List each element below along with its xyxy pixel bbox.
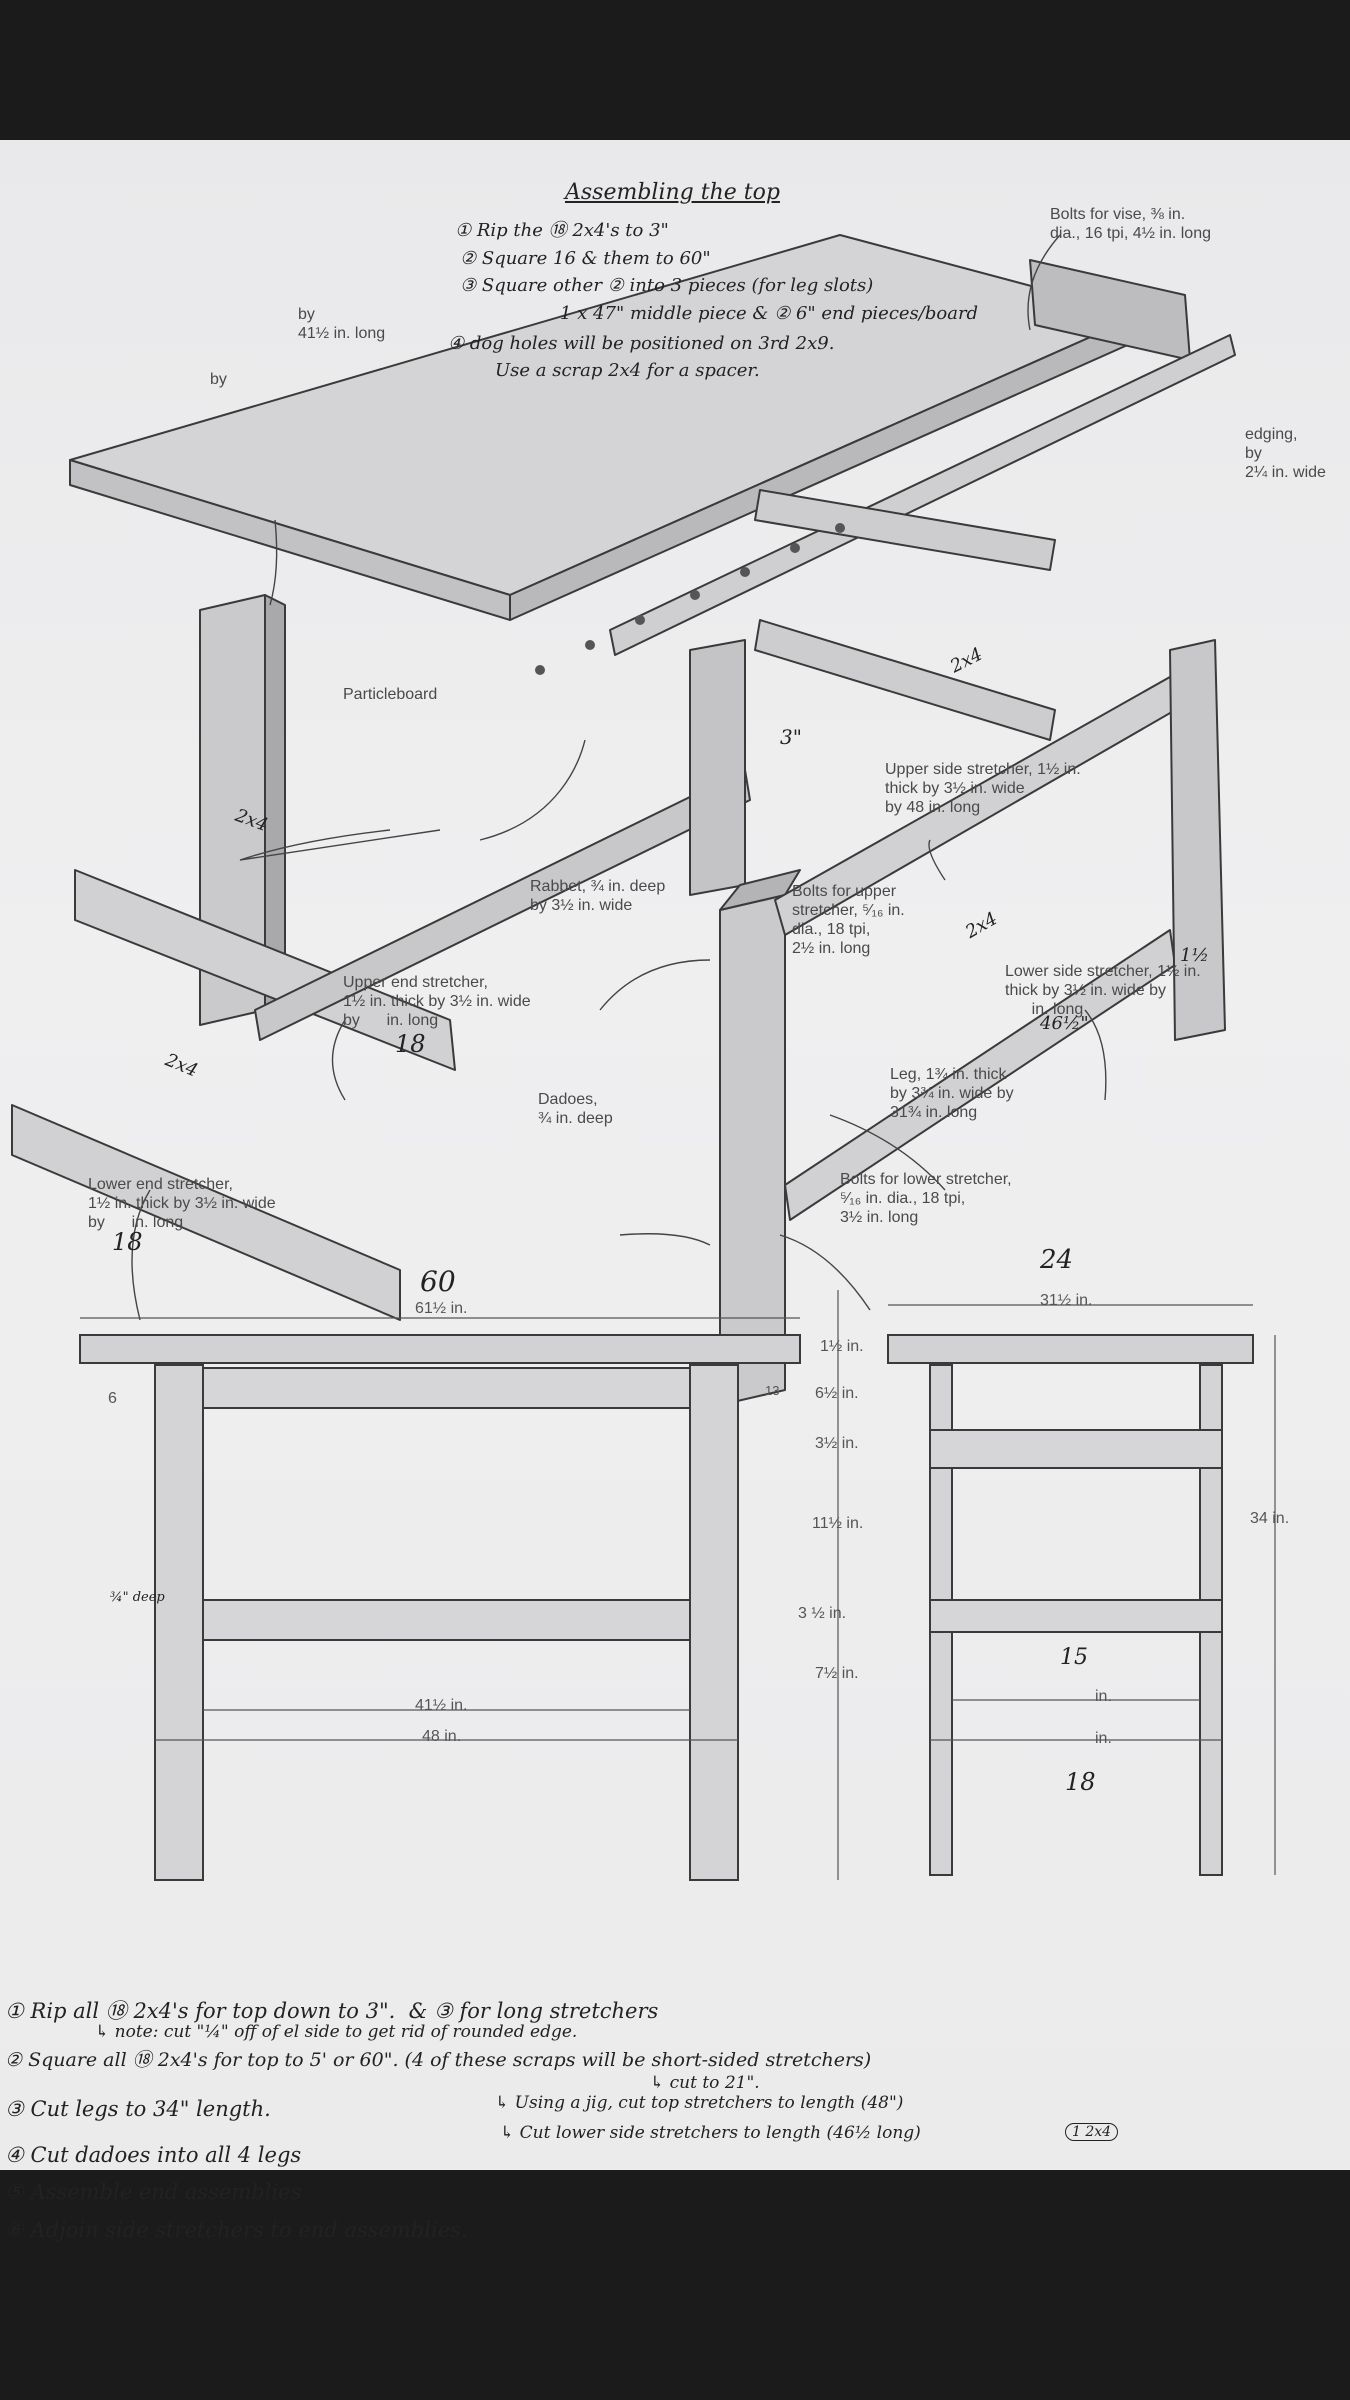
callout-vise-bolts: Bolts for vise, ⅜ in. dia., 16 tpi, 4½ i… [1050, 206, 1211, 242]
dim-height-4: 11½ in. [812, 1515, 864, 1532]
callout-lower-end-stretcher: Lower end stretcher, 1½ in. thick by 3½ … [88, 1176, 276, 1231]
header-note: ④ dog holes will be positioned on 3rd 2x… [448, 333, 835, 354]
header-note: ① Rip the ⑱ 2x4's to 3" [455, 220, 669, 241]
front-board [609, 334, 1236, 656]
dim-side-outer: in. [1095, 1730, 1112, 1747]
callout-top-left: by [210, 371, 227, 388]
callout-line [779, 1234, 871, 1311]
callout-upper-end-stretcher: Upper end stretcher, 1½ in. thick by 3½ … [343, 974, 531, 1029]
substep-item: ↳ Using a jig, cut top stretchers to len… [495, 2093, 904, 2113]
header-note: ③ Square other ② into 3 pieces (for leg … [460, 275, 874, 296]
dog-hole [690, 590, 700, 600]
header-note: ② Square 16 & them to 60" [460, 248, 711, 269]
dog-hole [635, 615, 645, 625]
callout-line [269, 519, 278, 606]
hw-three-inch: 3" [780, 725, 802, 749]
callout-line [599, 959, 711, 1011]
callout-maple-edging: edging, by 2¼ in. wide [1245, 426, 1326, 481]
callout-line [1027, 234, 1061, 331]
step-item: ④ Cut dadoes into all 4 legs [5, 2143, 302, 2167]
hw-eighteen: 18 [112, 1228, 143, 1256]
front-leg [719, 894, 786, 1406]
dog-hole [535, 665, 545, 675]
dim-front-width: 61½ in. [415, 1300, 468, 1317]
dim-height-6: 7½ in. [815, 1665, 859, 1682]
callout-line [619, 1233, 711, 1246]
dog-hole [585, 640, 595, 650]
callout-line [928, 839, 946, 881]
step-item: ⑤ Assemble end assemblies [5, 2180, 302, 2204]
back-leg [689, 639, 746, 896]
callout-line [331, 1019, 346, 1101]
substep-item: ↳ note: cut "¼" off of el side to get ri… [95, 2022, 578, 2042]
hw-twentyfour: 24 [1040, 1245, 1074, 1275]
substep-badge: 1 2x4 [1065, 2123, 1119, 2141]
hw-eighteen: 18 [395, 1030, 426, 1058]
dim-6: 6 [108, 1390, 117, 1407]
side-view-top [887, 1334, 1254, 1364]
callout-leg: Leg, 1¾ in. thick by 3¾ in. wide by 31¾ … [890, 1066, 1014, 1121]
header-title: Assembling the top [565, 180, 780, 205]
middle-long-stretcher [254, 769, 751, 1041]
front-leg-side [719, 869, 801, 911]
front-view-left-leg [154, 1364, 204, 1881]
header-note: Use a scrap 2x4 for a spacer. [495, 360, 760, 381]
side-view-upper-stretcher [929, 1429, 1223, 1469]
front-view-upper-stretcher [202, 1367, 691, 1409]
hw-three-quarter-deep: ¾" deep [110, 1590, 165, 1605]
callout-line [1084, 1009, 1107, 1101]
dim-side-height: 34 in. [1250, 1510, 1290, 1527]
lower-end-stretcher [11, 1104, 401, 1321]
hw-eighteen: 18 [1065, 1768, 1096, 1796]
callout-lower-side-stretcher: Lower side stretcher, 1½ in. thick by 3½… [1005, 963, 1201, 1018]
front-view-lower-stretcher [202, 1599, 691, 1641]
workbench-drawing [11, 234, 1276, 1881]
callout-particleboard: Particleboard [343, 686, 438, 703]
hw-fifteen: 15 [1060, 1645, 1088, 1670]
dim-height-1: 1½ in. [820, 1338, 864, 1355]
callout-line [239, 829, 441, 861]
header-note: 1 x 47" middle piece & ② 6" end pieces/b… [560, 303, 979, 324]
step-item: ① Rip all ⑱ 2x4's for top down to 3". & … [5, 1999, 659, 2023]
callout-bolts-upper: Bolts for upper stretcher, ⁵⁄₁₆ in. dia.… [792, 883, 905, 957]
front-view-top [79, 1334, 801, 1364]
callout-rabbet: Rabbet, ¾ in. deep by 3½ in. wide [530, 878, 666, 914]
dim-13: 13 [765, 1383, 780, 1398]
dim-bottom-outer: 48 in. [422, 1728, 462, 1745]
step-item: ③ Cut legs to 34" length. [5, 2097, 271, 2121]
dim-height-5: 3 ½ in. [798, 1605, 847, 1622]
dog-hole [835, 523, 845, 533]
back-lower-stretcher [754, 619, 1056, 741]
substep-item: ↳ Cut lower side stretchers to length (4… [500, 2123, 921, 2143]
paper-sheet: Assembling the top ① Rip the ⑱ 2x4's to … [0, 140, 1350, 2242]
dim-height-2: 6½ in. [815, 1385, 859, 1402]
callout-bolts-lower: Bolts for lower stretcher, ⁵⁄₁₆ in. dia.… [840, 1171, 1012, 1226]
step-item: ② Square all ⑱ 2x4's for top to 5' or 60… [5, 2049, 872, 2071]
hw-fortysix: 46½" [1040, 1013, 1089, 1034]
dim-side-top: 31½ in. [1040, 1292, 1093, 1309]
callout-top-edge: by 41½ in. long [298, 306, 386, 342]
dog-hole [740, 567, 750, 577]
front-view-right-leg [689, 1364, 739, 1881]
dog-hole [790, 543, 800, 553]
substep-item: ↳ cut to 21". [650, 2073, 760, 2093]
upper-end-stretcher [74, 869, 456, 1071]
hw-one-and-half: 1½ [1180, 945, 1209, 966]
dim-side-inner: in. [1095, 1688, 1112, 1705]
step-item: ⑥ Adjoin side stretchers to end assembli… [5, 2218, 468, 2242]
dim-height-3: 3½ in. [815, 1435, 859, 1452]
hw-sixty: 60 [420, 1265, 456, 1298]
back-stretcher [754, 489, 1056, 571]
back-right-leg [1169, 639, 1226, 1041]
callout-line [829, 1114, 946, 1191]
dim-bottom-inner: 41½ in. [415, 1697, 468, 1714]
callout-upper-side-stretcher: Upper side stretcher, 1½ in. thick by 3½… [885, 761, 1081, 816]
callout-dadoes: Dadoes, ¾ in. deep [538, 1091, 613, 1127]
side-view-lower-stretcher [929, 1599, 1223, 1633]
callout-line [479, 739, 586, 841]
callout-line [131, 1189, 151, 1321]
